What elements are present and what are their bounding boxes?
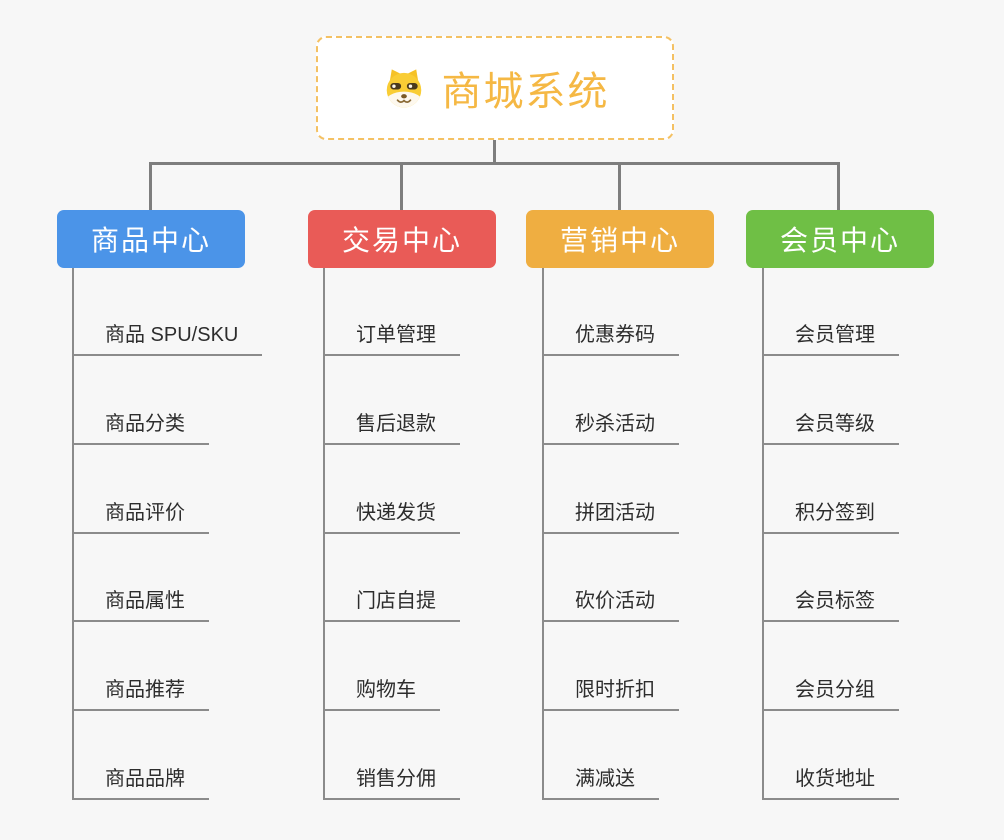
leaf-item[interactable]: 订单管理 xyxy=(323,312,460,356)
connector-stub-branch-2 xyxy=(400,162,403,210)
leaf-item[interactable]: 收货地址 xyxy=(762,756,899,800)
leaf-item[interactable]: 商品 SPU/SKU xyxy=(72,312,263,356)
connector-root-stub xyxy=(493,140,496,164)
leaf-item[interactable]: 优惠券码 xyxy=(542,312,679,356)
leaf-item[interactable]: 快递发货 xyxy=(323,490,460,534)
branch-node-trade-center[interactable]: 交易中心 xyxy=(308,210,496,268)
leaf-item[interactable]: 会员等级 xyxy=(762,401,899,445)
leaf-item[interactable]: 会员管理 xyxy=(762,312,899,356)
leaf-item[interactable]: 砍价活动 xyxy=(542,578,679,622)
leaf-item[interactable]: 门店自提 xyxy=(323,578,460,622)
branch-node-marketing-center[interactable]: 营销中心 xyxy=(526,210,714,268)
leaf-item[interactable]: 商品属性 xyxy=(72,578,209,622)
leaf-item[interactable]: 销售分佣 xyxy=(323,756,460,800)
branch-node-member-center[interactable]: 会员中心 xyxy=(746,210,934,268)
connector-stub-branch-3 xyxy=(618,162,621,210)
leaf-item[interactable]: 商品评价 xyxy=(72,490,209,534)
connector-stub-branch-1 xyxy=(149,162,152,210)
leaf-item[interactable]: 限时折扣 xyxy=(542,667,679,711)
leaf-item[interactable]: 商品推荐 xyxy=(72,667,209,711)
leaf-item[interactable]: 拼团活动 xyxy=(542,490,679,534)
connector-rail xyxy=(149,162,840,165)
leaf-item[interactable]: 会员标签 xyxy=(762,578,899,622)
leaf-item[interactable]: 购物车 xyxy=(323,667,440,711)
leaf-item[interactable]: 秒杀活动 xyxy=(542,401,679,445)
root-title: 商城系统 xyxy=(441,70,610,114)
leaf-item[interactable]: 商品品牌 xyxy=(72,756,209,800)
leaf-item[interactable]: 满减送 xyxy=(542,756,659,800)
leaf-item[interactable]: 会员分组 xyxy=(762,667,899,711)
leaf-item[interactable]: 积分签到 xyxy=(762,490,899,534)
leaf-item[interactable]: 商品分类 xyxy=(72,401,209,445)
root-node[interactable]: 商城系统 xyxy=(316,36,674,140)
leaf-item[interactable]: 售后退款 xyxy=(323,401,460,445)
connector-stub-branch-4 xyxy=(837,162,840,210)
dog-face-icon xyxy=(381,65,427,111)
branch-node-product-center[interactable]: 商品中心 xyxy=(57,210,245,268)
